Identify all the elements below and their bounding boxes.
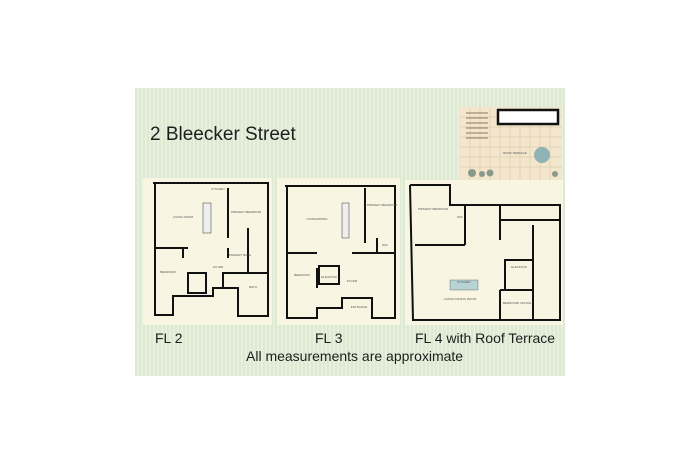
svg-text:LIVING ROOM: LIVING ROOM <box>173 215 194 219</box>
svg-text:BEDROOM: BEDROOM <box>294 273 310 277</box>
svg-text:BEDROOM/ OFFICE: BEDROOM/ OFFICE <box>503 301 531 305</box>
floor-3-plan: LIVING/DINING PRIMARY BEDROOM WIC BEDROO… <box>277 178 400 325</box>
svg-text:LIVING/ DINING ROOM: LIVING/ DINING ROOM <box>444 297 477 301</box>
floor-4-plan: PRIMARY BEDROOM WIC KITCHEN LIVING/ DINI… <box>405 180 563 325</box>
svg-text:ENTRANCE: ENTRANCE <box>351 305 368 309</box>
svg-text:PRIMARY BEDROOM: PRIMARY BEDROOM <box>231 210 261 214</box>
roof-terrace-label: ROOF TERRACE <box>503 151 527 155</box>
floor-2-plan: KITCHEN LIVING ROOM PRIMARY BEDROOM BEDR… <box>143 178 272 325</box>
svg-text:LIVING/DINING: LIVING/DINING <box>306 217 328 221</box>
svg-text:ELEVATOR: ELEVATOR <box>511 265 527 269</box>
svg-text:WIC: WIC <box>382 243 389 247</box>
measurement-note: All measurements are approximate <box>246 348 464 364</box>
floor-4-label: FL 4 with Roof Terrace <box>415 330 556 346</box>
floor-2-label: FL 2 <box>155 330 183 346</box>
svg-text:ELEVATOR: ELEVATOR <box>321 275 337 279</box>
svg-text:KITCHEN: KITCHEN <box>211 187 224 191</box>
floor-3-label: FL 3 <box>315 330 343 346</box>
svg-text:PRIMARY BEDROOM: PRIMARY BEDROOM <box>418 207 448 211</box>
svg-text:FOYER: FOYER <box>347 279 358 283</box>
roof-terrace-plan: ROOF TERRACE <box>460 107 562 180</box>
svg-text:BATH: BATH <box>249 285 257 289</box>
svg-text:BEDROOM: BEDROOM <box>160 270 176 274</box>
svg-text:PRIMARY BEDROOM: PRIMARY BEDROOM <box>367 203 397 207</box>
svg-text:KITCHEN: KITCHEN <box>457 280 470 284</box>
svg-text:PRIMARY BATH: PRIMARY BATH <box>229 253 251 257</box>
svg-text:FOYER: FOYER <box>213 265 224 269</box>
svg-text:WIC: WIC <box>457 215 464 219</box>
page-title: 2 Bleecker Street <box>150 124 296 145</box>
